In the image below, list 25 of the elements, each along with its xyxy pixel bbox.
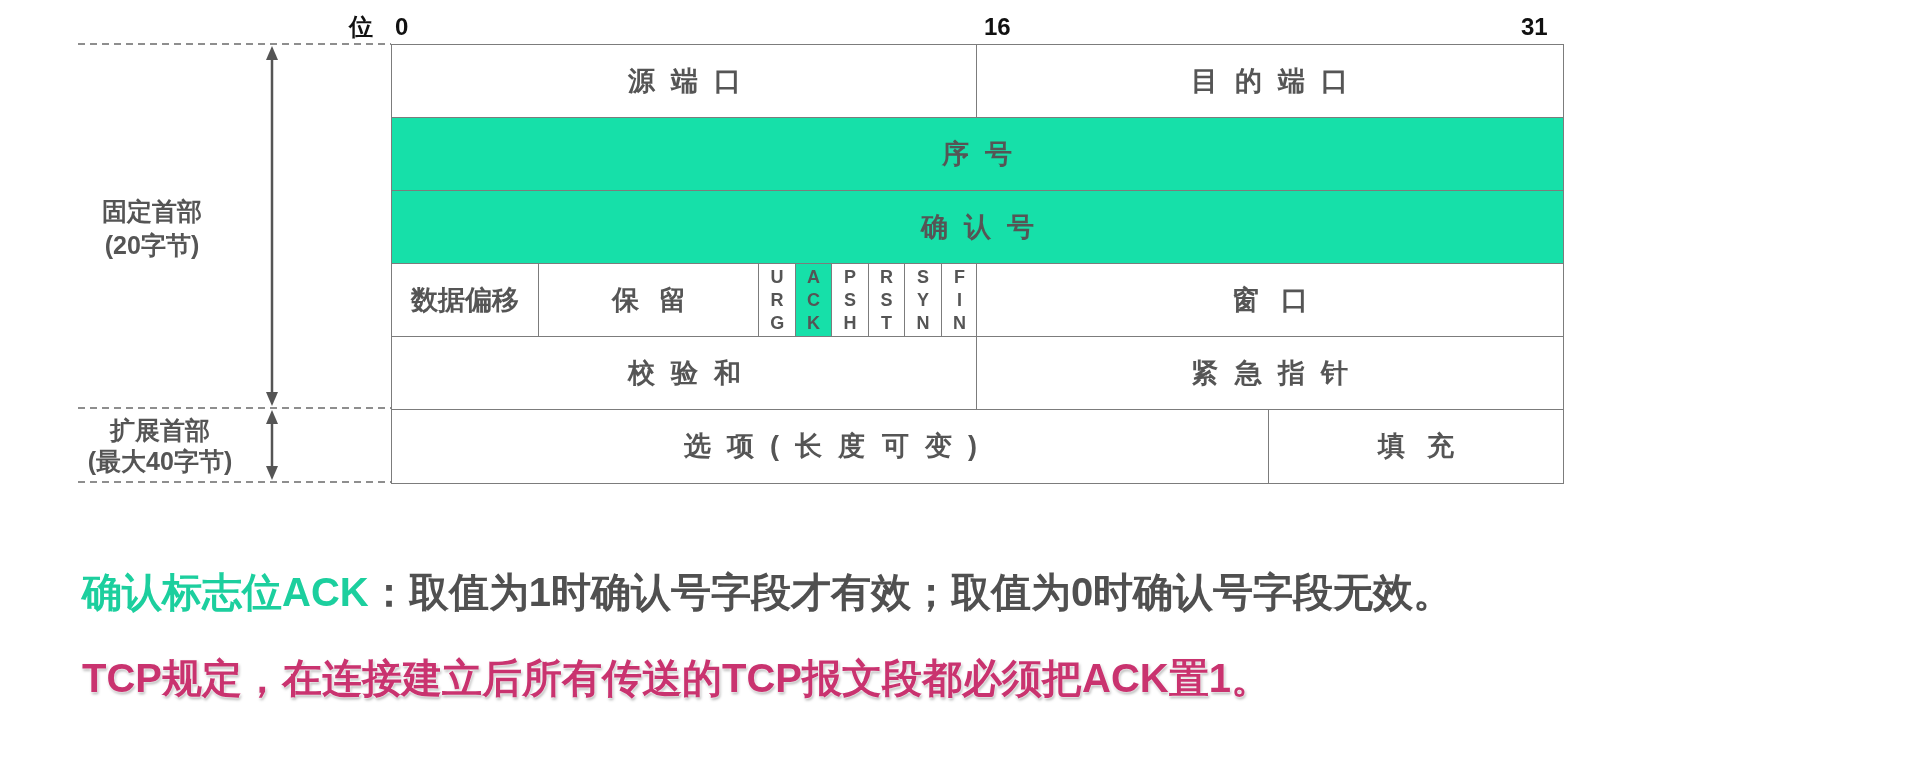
highlighted-header-field: 确认号 — [391, 190, 1564, 265]
flag-field: SYN — [904, 263, 942, 338]
header-field: 校验和 — [391, 336, 978, 411]
header-field: 数据偏移 — [391, 263, 540, 338]
header-field: 选项(长度可变) — [391, 409, 1270, 484]
header-field: 填充 — [1268, 409, 1564, 484]
header-field: 紧急指针 — [976, 336, 1564, 411]
header-field: 目的端口 — [976, 44, 1564, 119]
header-field: 保留 — [538, 263, 760, 338]
note-text: 确认标志位ACK：取值为1时确认号字段才有效；取值为0时确认号字段无效。 — [82, 569, 1454, 616]
header-field: 源端口 — [391, 44, 978, 119]
header-part-label: (最大40字节) — [87, 446, 233, 476]
header-field: 窗口 — [976, 263, 1564, 338]
flag-field: PSH — [831, 263, 869, 338]
header-part-label: 扩展首部 — [110, 415, 210, 445]
bit-position-label: 0 — [395, 12, 409, 42]
highlighted-header-field: 序号 — [391, 117, 1564, 192]
bit-position-label: 位 — [349, 12, 373, 42]
bit-position-label: 31 — [1521, 12, 1548, 42]
rule-text: TCP规定，在连接建立后所有传送的TCP报文段都必须把ACK置1。 — [82, 655, 1271, 702]
header-part-label: 固定首部 — [102, 196, 202, 226]
flag-field: URG — [758, 263, 796, 338]
bit-position-label: 16 — [984, 12, 1011, 42]
highlighted-flag-field: ACK — [794, 263, 833, 338]
header-part-label: (20字节) — [104, 230, 200, 260]
